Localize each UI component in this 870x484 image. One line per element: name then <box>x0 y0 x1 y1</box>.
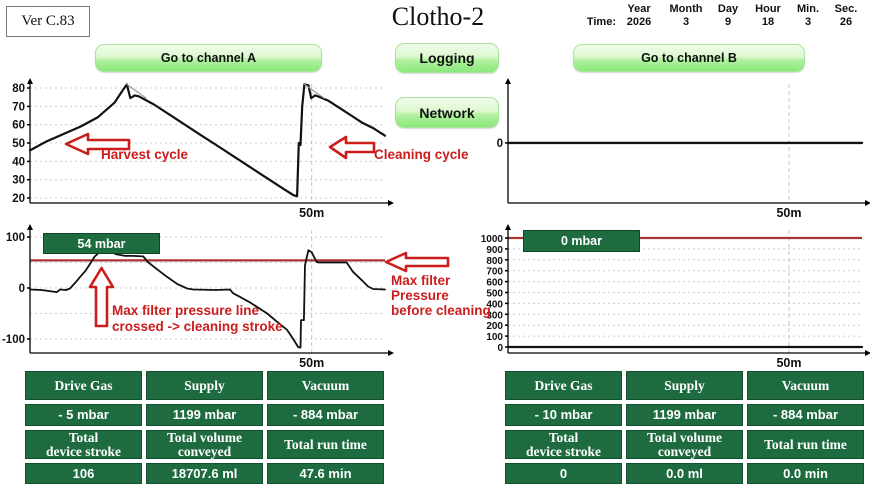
channel-b-level-chart: 50m 0 <box>497 78 870 220</box>
version-box: Ver C.83 <box>6 6 90 37</box>
total-volume-header: Total volume conveyed <box>626 430 743 459</box>
cleaning-cycle-label: Cleaning cycle <box>374 147 469 162</box>
drive-gas-value: - 10 mbar <box>505 404 622 426</box>
svg-text:70: 70 <box>12 101 25 113</box>
svg-text:80: 80 <box>12 83 25 95</box>
total-device-stroke-value: 0 <box>505 463 622 484</box>
time-sec-value: 26 <box>839 16 853 28</box>
time-col-year-label: Year <box>627 3 651 15</box>
svg-text:800: 800 <box>486 256 503 267</box>
supply-value: 1199 mbar <box>146 404 263 426</box>
time-month-value: 3 <box>682 16 690 28</box>
max-filter-crossed-line2: crossed -> cleaning stroke <box>112 319 283 334</box>
svg-text:300: 300 <box>486 310 503 321</box>
svg-text:-100: -100 <box>2 334 25 346</box>
total-device-stroke-header: Total device stroke <box>25 430 142 459</box>
total-run-time-value: 0.0 min <box>747 463 864 484</box>
time-col-month-label: Month <box>669 3 703 15</box>
vacuum-value: - 884 mbar <box>267 404 384 426</box>
svg-text:500: 500 <box>486 289 503 300</box>
time-year-value: 2026 <box>626 16 652 28</box>
max-filter-crossed-line1: Max filter pressure line <box>112 303 260 318</box>
svg-text:100: 100 <box>6 232 25 244</box>
supply-header: Supply <box>146 371 263 400</box>
time-panel: Year Month Day Hour Min. Sec. Time: 2026… <box>570 3 866 28</box>
max-filter-side-line3: before cleaning <box>391 303 491 318</box>
svg-text:900: 900 <box>486 245 503 256</box>
max-filter-crossed-arrow-icon <box>88 266 115 328</box>
svg-text:50m: 50m <box>299 206 324 220</box>
time-col-min-label: Min. <box>797 3 819 15</box>
network-button[interactable]: Network <box>395 97 499 128</box>
logging-button[interactable]: Logging <box>395 43 499 73</box>
time-day-value: 9 <box>724 16 732 28</box>
time-spacer <box>570 3 616 15</box>
go-to-channel-a-button[interactable]: Go to channel A <box>95 44 322 72</box>
svg-text:0: 0 <box>19 283 25 295</box>
vacuum-header: Vacuum <box>747 371 864 400</box>
svg-text:20: 20 <box>12 193 25 205</box>
time-col-sec-label: Sec. <box>834 3 858 15</box>
channel-b-pressure-badge: 0 mbar <box>523 230 640 252</box>
drive-gas-header: Drive Gas <box>25 371 142 400</box>
time-min-value: 3 <box>804 16 812 28</box>
total-run-time-header: Total run time <box>747 430 864 459</box>
version-label: Ver C.83 <box>21 13 75 29</box>
channel-a-pressure-badge: 54 mbar <box>43 233 160 254</box>
max-filter-side-note: Max filter Pressure before cleaning <box>391 273 491 318</box>
svg-text:1000: 1000 <box>481 234 504 245</box>
svg-text:50: 50 <box>12 138 25 150</box>
time-col-day-label: Day <box>717 3 739 15</box>
max-filter-side-line1: Max filter <box>391 273 451 288</box>
svg-text:50m: 50m <box>776 206 801 220</box>
total-volume-value: 18707.6 ml <box>146 463 263 484</box>
total-run-time-header: Total run time <box>267 430 384 459</box>
svg-text:600: 600 <box>486 278 503 289</box>
channel-b-values-table: Drive Gas Supply Vacuum - 10 mbar 1199 m… <box>505 371 864 484</box>
drive-gas-value: - 5 mbar <box>25 404 142 426</box>
time-hour-value: 18 <box>761 16 775 28</box>
max-filter-crossed-note: Max filter pressure line crossed -> clea… <box>112 303 283 335</box>
cleaning-cycle-arrow-icon <box>328 135 376 160</box>
svg-text:50m: 50m <box>299 356 324 370</box>
svg-text:700: 700 <box>486 267 503 278</box>
harvest-cycle-label: Harvest cycle <box>101 147 189 162</box>
svg-text:200: 200 <box>486 321 503 332</box>
svg-text:50m: 50m <box>776 356 801 370</box>
svg-text:0: 0 <box>497 343 503 354</box>
total-device-stroke-value: 106 <box>25 463 142 484</box>
channel-a-values-table: Drive Gas Supply Vacuum - 5 mbar 1199 mb… <box>25 371 384 484</box>
svg-text:400: 400 <box>486 299 503 310</box>
channel-a-level-chart: 50m 80 70 60 50 40 30 20 <box>12 78 394 220</box>
svg-text:0: 0 <box>497 138 503 150</box>
max-filter-side-line2: Pressure <box>391 288 449 303</box>
time-label: Time: <box>586 16 616 28</box>
max-filter-side-arrow-icon <box>384 251 450 273</box>
vacuum-value: - 884 mbar <box>747 404 864 426</box>
drive-gas-header: Drive Gas <box>505 371 622 400</box>
time-col-hour-label: Hour <box>755 3 781 15</box>
channel-a-pressure-chart: 50m 100 0 -100 <box>2 224 394 370</box>
supply-value: 1199 mbar <box>626 404 743 426</box>
svg-text:100: 100 <box>486 332 503 343</box>
go-to-channel-b-button[interactable]: Go to channel B <box>573 44 805 72</box>
supply-header: Supply <box>626 371 743 400</box>
svg-text:30: 30 <box>12 175 25 187</box>
total-volume-value: 0.0 ml <box>626 463 743 484</box>
page-title: Clotho-2 <box>391 2 485 31</box>
harvest-cycle-arrow-icon <box>64 132 131 156</box>
total-device-stroke-header: Total device stroke <box>505 430 622 459</box>
total-volume-header: Total volume conveyed <box>146 430 263 459</box>
total-run-time-value: 47.6 min <box>267 463 384 484</box>
vacuum-header: Vacuum <box>267 371 384 400</box>
svg-text:40: 40 <box>12 156 25 168</box>
svg-text:60: 60 <box>12 120 25 132</box>
